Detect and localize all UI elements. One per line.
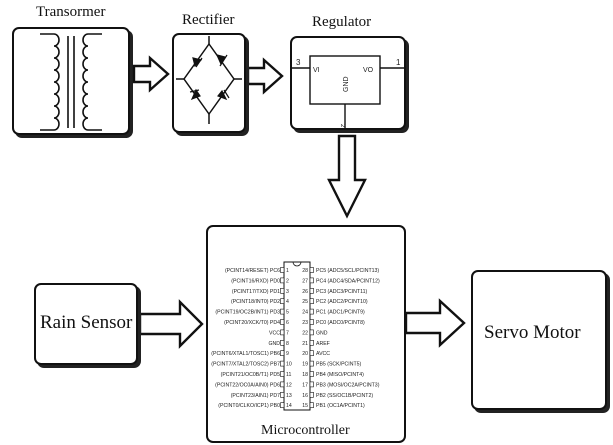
microcontroller-block <box>206 225 406 443</box>
regulator-block <box>290 36 406 130</box>
arrow-rectifier-to-regulator <box>246 57 284 95</box>
rain-sensor-block <box>34 283 138 365</box>
rectifier-block <box>172 33 246 133</box>
arrow-transformer-to-rectifier <box>132 55 170 93</box>
arrow-mcu-to-servo <box>404 298 466 348</box>
rectifier-label: Rectifier <box>182 12 235 28</box>
transformer-label: Transormer <box>36 4 106 20</box>
transformer-block <box>12 27 130 135</box>
regulator-label: Regulator <box>312 14 372 30</box>
servo-motor-label: Servo Motor <box>484 322 581 343</box>
arrow-sensor-to-mcu <box>138 299 204 349</box>
microcontroller-label: Microcontroller <box>261 423 350 438</box>
rain-sensor-label: Rain Sensor <box>40 312 133 333</box>
servo-motor-block <box>471 270 607 410</box>
arrow-regulator-to-mcu <box>327 134 367 219</box>
